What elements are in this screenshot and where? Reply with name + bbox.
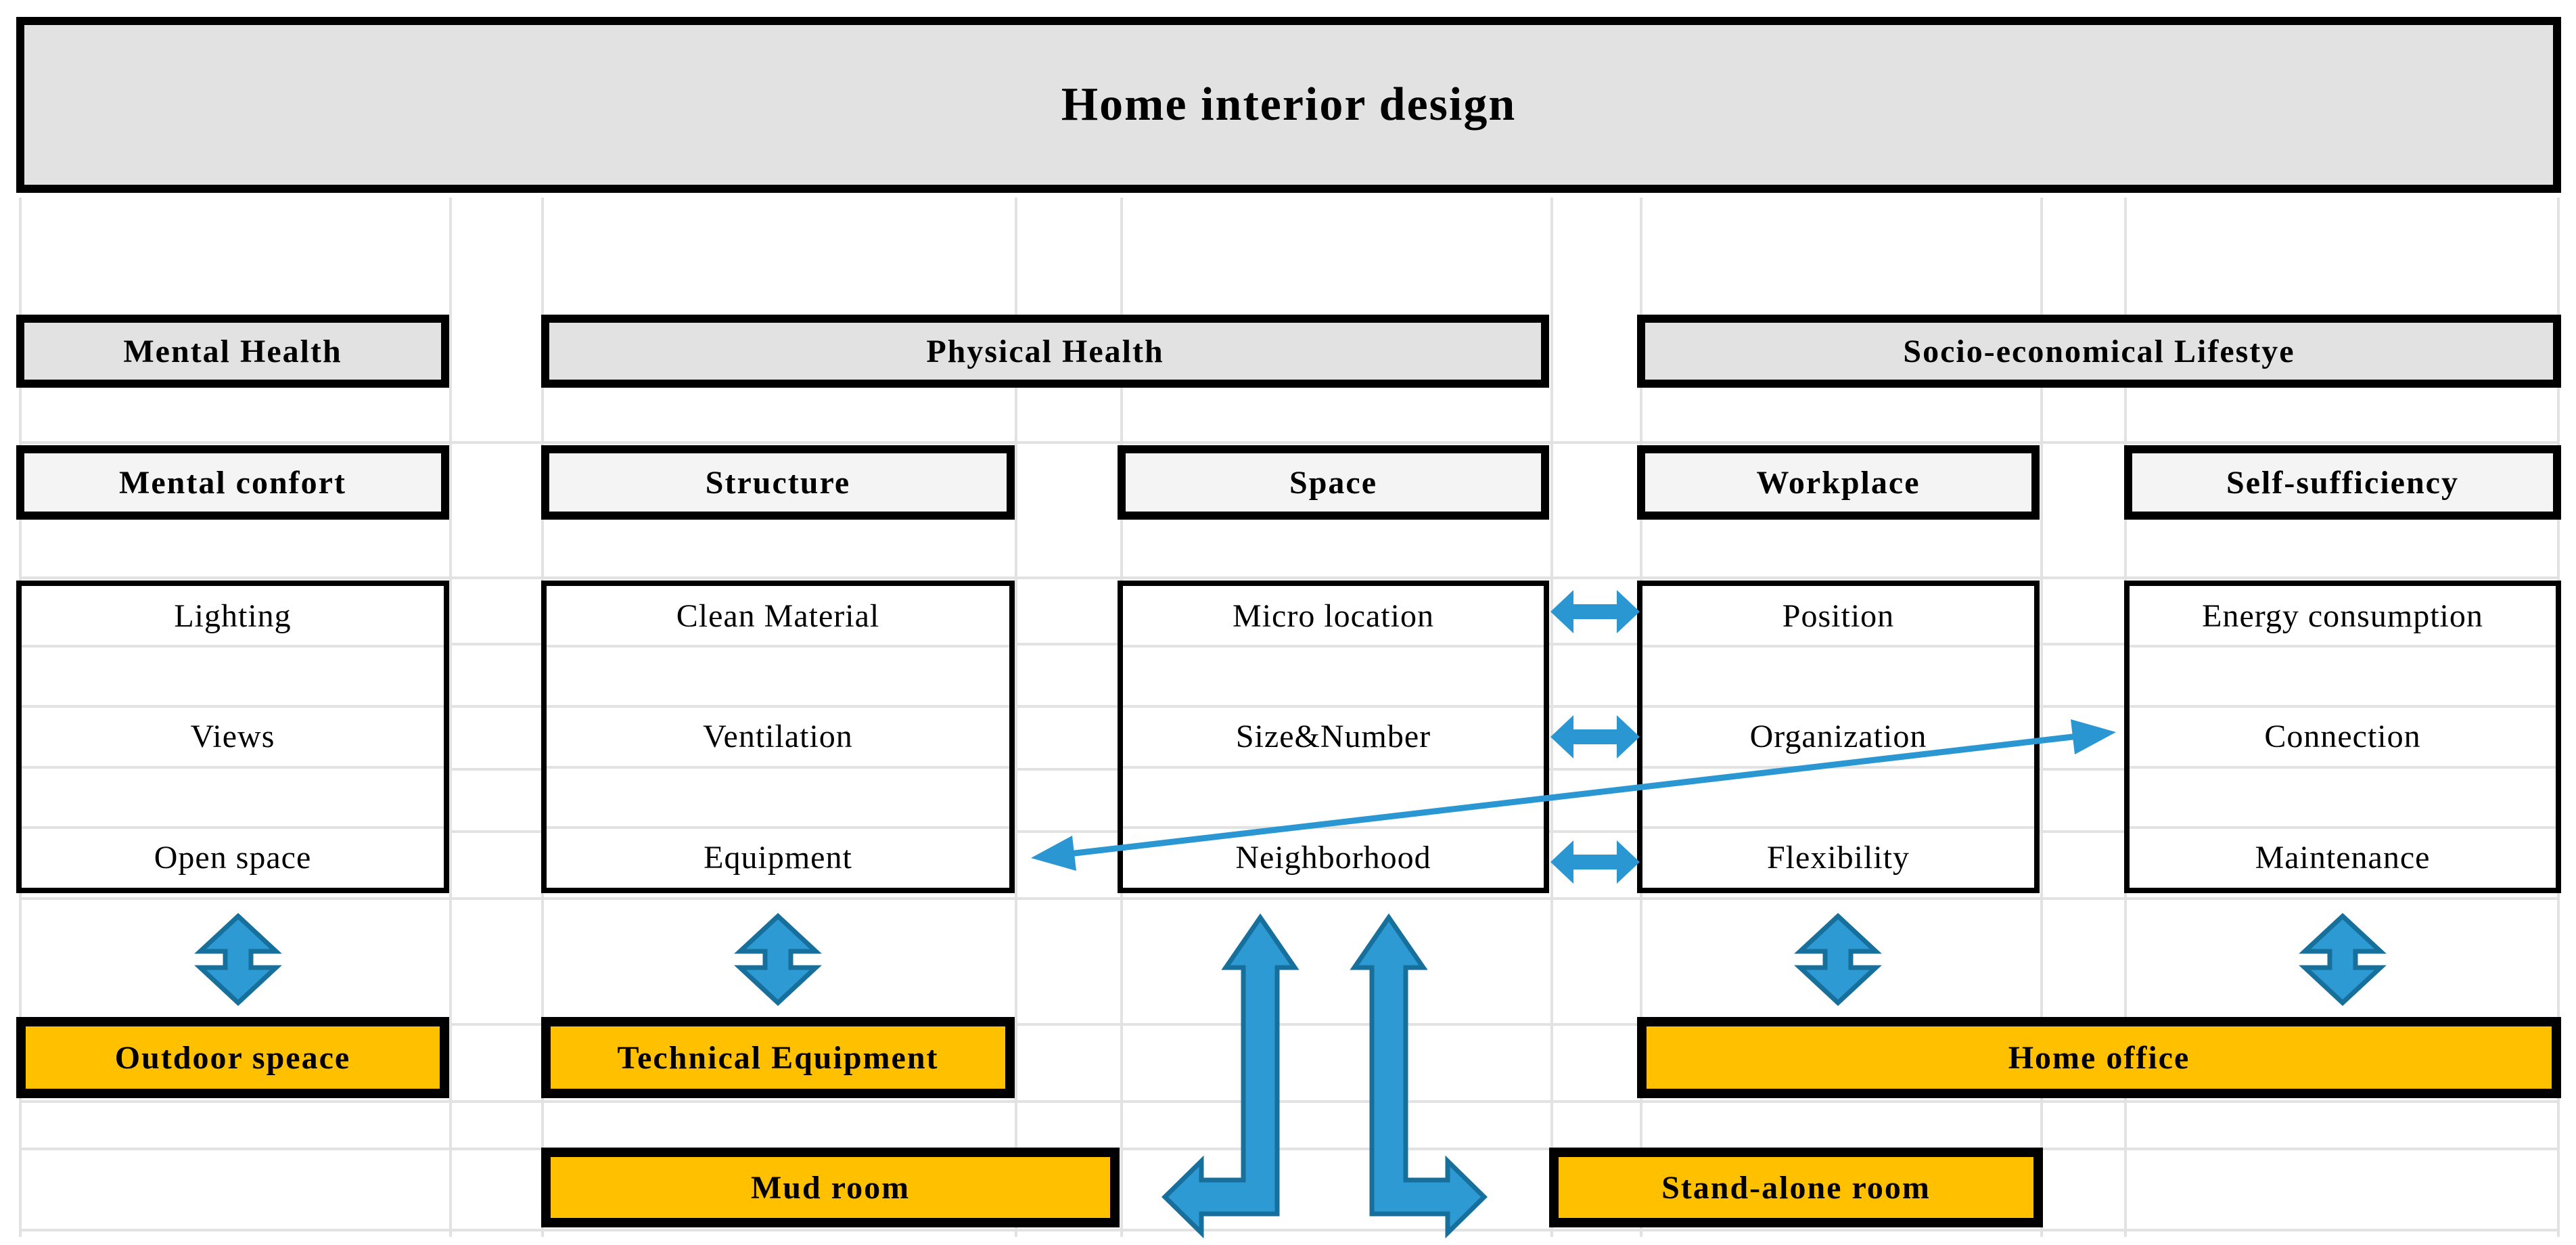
items-box-self-sufficiency: Energy consumption Connection Maintenanc… — [2124, 581, 2561, 893]
gridline-vertical — [449, 198, 452, 1237]
left-right-arrow-icon — [1550, 840, 1640, 884]
item-lighting: Lighting — [174, 598, 292, 635]
gridline-vertical — [1550, 198, 1553, 1237]
subcategory-self-sufficiency: Self-sufficiency — [2124, 445, 2561, 520]
item-micro-location: Micro location — [1233, 598, 1434, 635]
up-down-arrow-icon — [2299, 913, 2387, 1006]
item-size-number: Size&Number — [1235, 719, 1431, 755]
divider — [2130, 705, 2556, 708]
room-outdoor-space: Outdoor speace — [16, 1017, 449, 1098]
items-box-mental-confort: Lighting Views Open space — [16, 581, 449, 893]
room-home-office: Home office — [1637, 1017, 2561, 1098]
divider — [2130, 645, 2556, 648]
left-right-arrow-icon — [1550, 715, 1640, 759]
gridline-horizontal — [19, 576, 2558, 579]
gridline-horizontal — [19, 1148, 2558, 1150]
subcategory-workplace: Workplace — [1637, 445, 2040, 520]
gridline-horizontal — [19, 1100, 2558, 1103]
gridline-horizontal — [19, 441, 2558, 444]
item-neighborhood: Neighborhood — [1235, 839, 1431, 876]
divider — [2130, 825, 2556, 829]
category-socio-economical: Socio-economical Lifestye — [1637, 315, 2561, 388]
gridline-horizontal — [19, 897, 2558, 900]
divider — [2130, 765, 2556, 769]
room-mud-room: Mud room — [541, 1148, 1120, 1227]
item-open-space: Open space — [154, 839, 312, 876]
subcategory-space: Space — [1118, 445, 1549, 520]
item-flexibility: Flexibility — [1766, 839, 1910, 876]
bent-up-right-arrow-icon — [1350, 913, 1488, 1239]
divider — [547, 645, 1009, 648]
divider — [1642, 645, 2034, 648]
up-down-arrow-icon — [194, 913, 282, 1006]
gridline-vertical — [1015, 198, 1017, 1237]
diagonal-arrowhead-right — [2071, 719, 2116, 754]
room-stand-alone: Stand-alone room — [1549, 1148, 2043, 1227]
divider — [1123, 705, 1544, 708]
item-energy-consumption: Energy consumption — [2202, 598, 2483, 635]
divider — [547, 765, 1009, 769]
divider — [547, 705, 1009, 708]
divider — [547, 825, 1009, 829]
item-position: Position — [1782, 598, 1895, 635]
item-organization: Organization — [1749, 719, 1927, 755]
divider — [22, 765, 444, 769]
item-clean-material: Clean Material — [676, 598, 880, 635]
item-maintenance: Maintenance — [2255, 839, 2431, 876]
subcategory-mental-confort: Mental confort — [16, 445, 449, 520]
item-connection: Connection — [2264, 719, 2421, 755]
items-box-space: Micro location Size&Number Neighborhood — [1118, 581, 1549, 893]
divider — [22, 705, 444, 708]
divider — [1123, 645, 1544, 648]
left-right-arrow-icon — [1550, 590, 1640, 633]
page-title: Home interior design — [16, 17, 2561, 193]
items-box-structure: Clean Material Ventilation Equipment — [541, 581, 1015, 893]
divider — [22, 825, 444, 829]
subcategory-structure: Structure — [541, 445, 1015, 520]
divider — [22, 645, 444, 648]
gridline-vertical — [2040, 198, 2043, 1237]
divider — [1642, 705, 2034, 708]
category-mental-health: Mental Health — [16, 315, 449, 388]
item-views: Views — [190, 719, 275, 755]
item-ventilation: Ventilation — [703, 719, 853, 755]
up-down-arrow-icon — [734, 913, 822, 1006]
bent-up-left-arrow-icon — [1162, 913, 1300, 1239]
items-box-workplace: Position Organization Flexibility — [1637, 581, 2040, 893]
up-down-arrow-icon — [1794, 913, 1882, 1006]
category-physical-health: Physical Health — [541, 315, 1549, 388]
room-technical-equipment: Technical Equipment — [541, 1017, 1015, 1098]
gridline-horizontal — [19, 1229, 2558, 1231]
item-equipment: Equipment — [704, 839, 852, 876]
diagonal-arrowhead-left — [1031, 836, 1076, 871]
